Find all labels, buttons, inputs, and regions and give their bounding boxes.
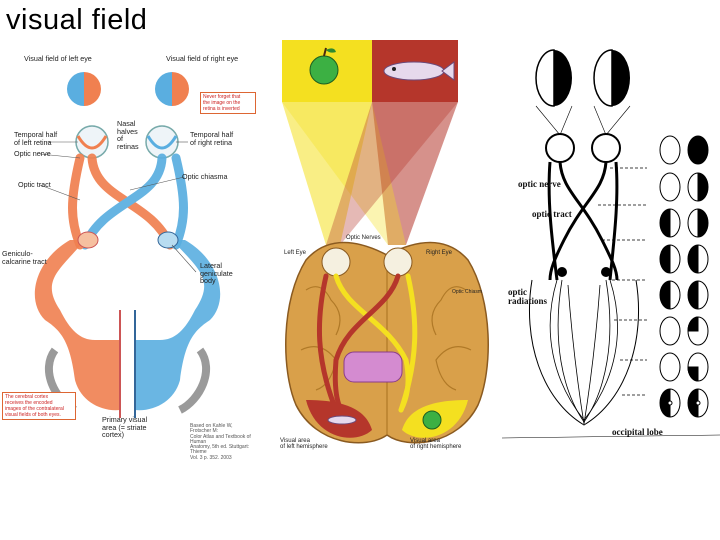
primary-line-3: cortex) [102, 430, 124, 440]
va-right-line-2: of right hemisphere [410, 444, 462, 451]
brain-illustration [282, 40, 489, 444]
source-citation: Based on Kahle W, Frotscher M: Color Atl… [190, 423, 254, 461]
field-defects-diagram: optic nerve optic tract optic radiations… [501, 40, 720, 440]
label-primary-visual-area: Primary visual area (= striate cortex) [102, 416, 147, 439]
cortex-line-3: images of the contralateral [5, 406, 64, 412]
label-optic-tract-bw: optic tract [532, 209, 572, 219]
lgb-line-2: geniculate [200, 268, 233, 278]
label-visual-area-right: Visual area of right hemisphere [410, 438, 461, 451]
left-visual-field-icon [67, 72, 101, 106]
label-optic-chiasma: Optic chiasma [182, 172, 228, 181]
field-defects-illustration [501, 40, 720, 440]
cortex-line-4: visual fields of both eyes. [5, 412, 61, 418]
right-visual-field-icon [155, 72, 189, 106]
geniculo-line-1: Geniculo- [2, 249, 33, 258]
va-right-line-1: Visual area [410, 438, 440, 444]
note-line-3: retina is inverted [203, 106, 240, 112]
label-temporal-right: Temporal half of right retina [190, 131, 233, 146]
label-temporal-left: Temporal half of left retina [14, 131, 57, 146]
geniculo-line-2: calcarine tract [2, 256, 47, 266]
va-left-line-1: Visual area [280, 438, 310, 444]
label-optic-tract: Optic tract [18, 180, 51, 189]
note-line-2: the image on the [203, 100, 241, 106]
lgb-line-1: Lateral [200, 261, 222, 270]
source-line-2: Color Atlas and Textbook of Human [190, 433, 251, 445]
temporal-left-line-2: of left retina [14, 137, 52, 147]
label-right-eye: Right Eye [426, 250, 453, 256]
note-line-1: Never forget that [203, 94, 241, 100]
nasal-line-3: of [117, 134, 123, 144]
source-line-1: Based on Kahle W, Frotscher M: [190, 423, 233, 435]
label-optic-chiasm: Optic Chiasm [452, 289, 483, 295]
primary-line-1: Primary visual [102, 415, 148, 424]
nasal-line-4: retinas [117, 141, 139, 151]
label-optic-nerve: Optic nerve [14, 149, 51, 158]
label-geniculo-calcarine: Geniculo- calcarine tract [2, 250, 47, 265]
label-left-eye: Left Eye [284, 250, 307, 256]
nasal-line-2: halves [117, 126, 138, 136]
brain-visual-field-diagram: Optic Nerves Left Eye Right Eye Optic Ch… [276, 40, 498, 458]
label-visual-field-left: Visual field of left eye [24, 54, 92, 63]
apple-icon [309, 47, 339, 85]
temporal-right-line-2: of right retina [190, 137, 232, 147]
label-occipital-lobe: occipital lobe [612, 427, 663, 437]
temporal-left-line-1: Temporal half [14, 130, 58, 139]
field-defect-icons [659, 135, 709, 418]
label-optic-radiations: optic radiations [508, 287, 548, 307]
temporal-right-line-1: Temporal half [190, 130, 234, 139]
lgb-line-3: body [200, 276, 216, 286]
label-optic-nerve-bw: optic nerve [518, 179, 561, 189]
fish-icon [383, 61, 455, 81]
label-lateral-geniculate: Lateral geniculate body [200, 262, 233, 285]
cortex-line-1: The cerebral cortex [5, 394, 49, 400]
label-nasal-halves: Nasal halves of retinas [117, 120, 139, 150]
slide-title: visual field [6, 4, 148, 36]
radiations-line-2: radiations [508, 296, 548, 307]
label-visual-area-left: Visual area of left hemisphere [280, 438, 328, 451]
note-cerebral-cortex: The cerebral cortex receives the encoded… [2, 392, 76, 420]
left-field-circle-icon [535, 49, 572, 107]
va-left-line-2: of left hemisphere [280, 444, 328, 451]
primary-line-2: area (= striate [102, 422, 147, 432]
nasal-line-1: Nasal [117, 119, 136, 128]
label-optic-nerves: Optic Nerves [346, 235, 381, 241]
label-visual-field-right: Visual field of right eye [166, 54, 239, 63]
right-field-circle-icon [593, 49, 630, 107]
visual-pathway-schematic: Visual field of left eye Visual field of… [0, 40, 256, 460]
radiations-line-1: optic [508, 287, 527, 297]
source-line-3: Anatomy, 5th ed. Stuttgart: Thieme [190, 444, 250, 456]
cortex-line-2: receives the encoded [5, 400, 53, 406]
pathway-illustration [34, 72, 221, 418]
note-image-inverted: Never forget that the image on the retin… [200, 92, 256, 114]
source-line-4: Vol. 3 p. 352. 2003 [190, 454, 232, 461]
